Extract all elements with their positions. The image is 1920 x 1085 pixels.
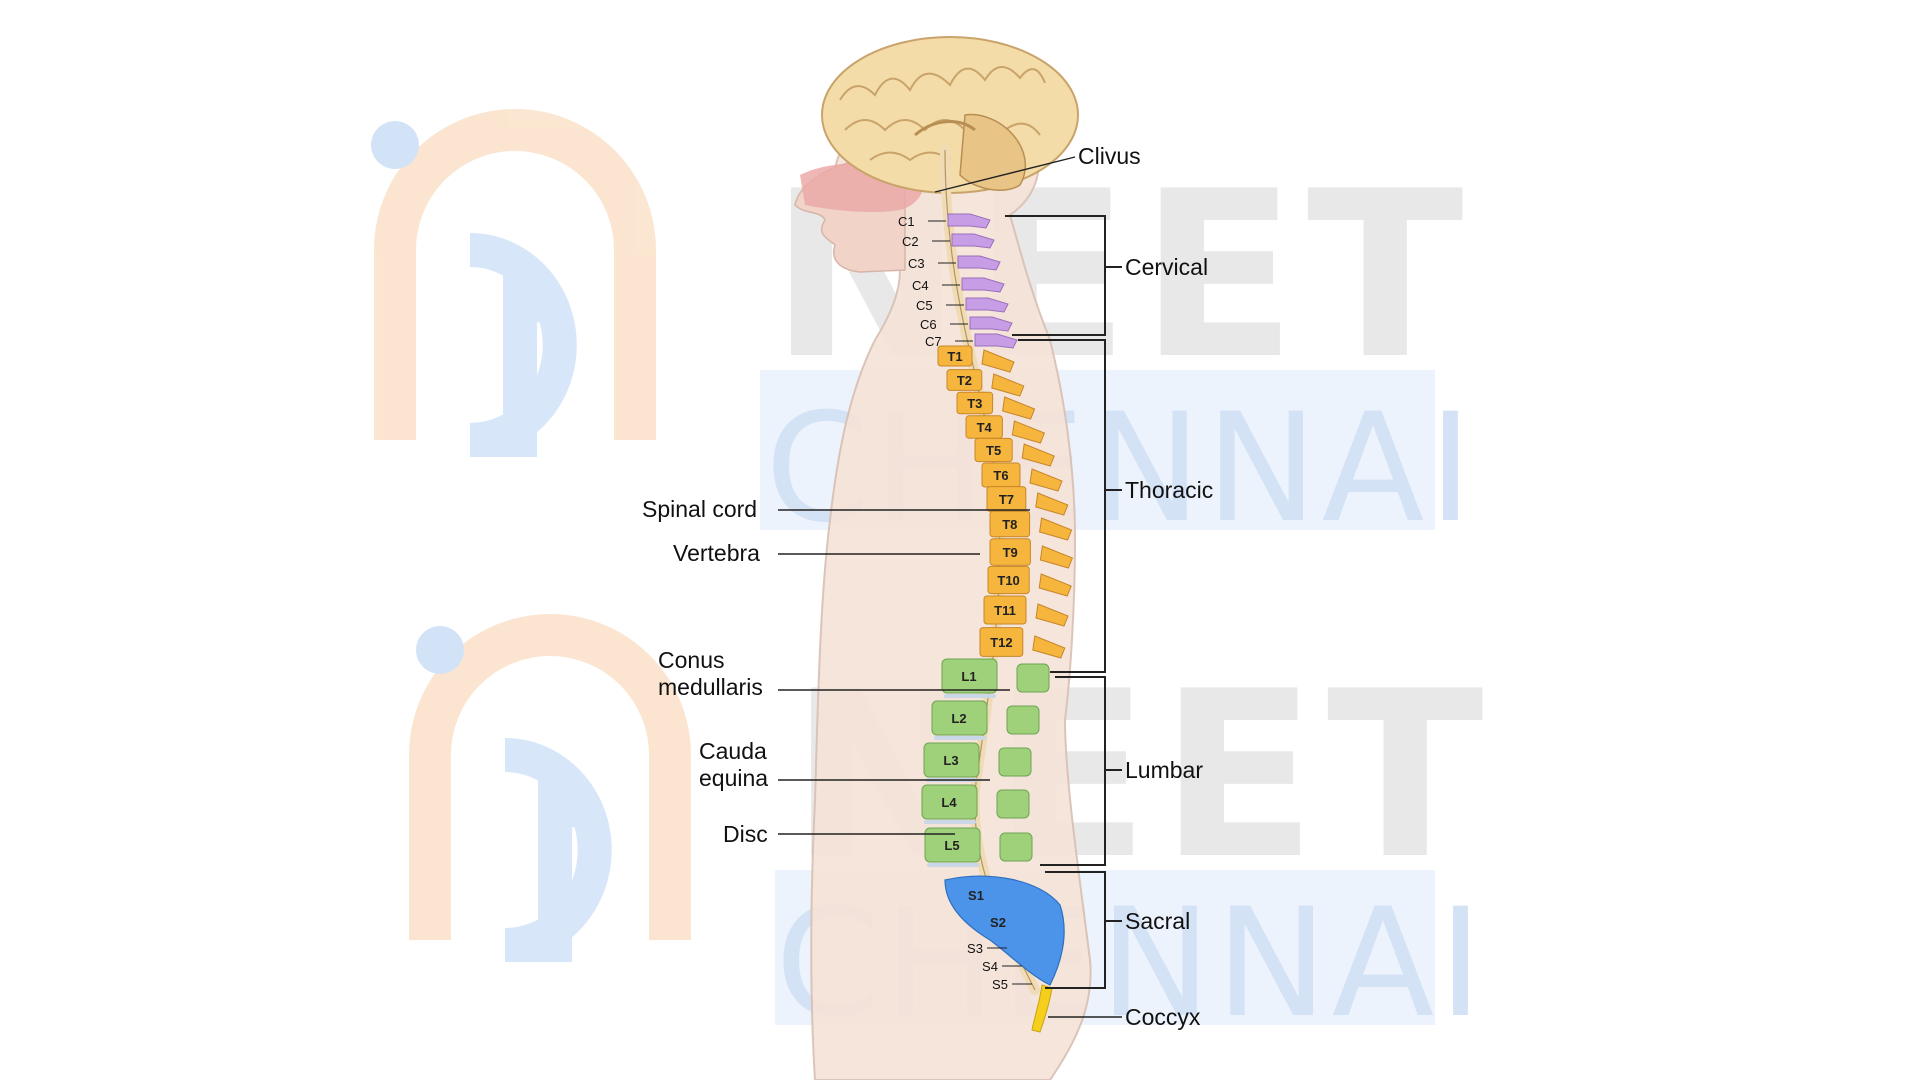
vertebra-t10: [987, 565, 1030, 595]
spinous-process-t3: [1002, 396, 1036, 420]
vertebra-t2: [946, 369, 983, 391]
label-conus-line2: medullaris: [658, 674, 763, 700]
vertebra-l2: [931, 700, 988, 736]
vertebra-c5: [965, 297, 1009, 313]
region-label-lumbar: Lumbar: [1125, 757, 1203, 783]
vertebra-label-s5: S5: [992, 977, 1008, 992]
label-cauda-line1: Cauda: [699, 738, 767, 764]
vertebra-label-c7: C7: [925, 334, 942, 349]
vertebra-l1: [941, 658, 998, 694]
spinous-process-t1: [981, 349, 1015, 373]
intervertebral-disc: [927, 863, 979, 867]
spinous-process-t8: [1039, 517, 1073, 541]
label-conus-line1: Conus: [658, 647, 724, 673]
leader-lines: [778, 156, 1122, 1018]
label-cauda-line2: equina: [699, 765, 768, 791]
watermark-logo-bottom: [409, 614, 691, 962]
vertebra-label-t12: T12: [990, 635, 1012, 650]
spinous-process-t6: [1029, 468, 1063, 492]
region-label-sacral: Sacral: [1125, 908, 1190, 934]
vertebra-c6: [969, 316, 1013, 332]
vertebra-t12: [979, 627, 1024, 657]
vertebra-l5: [924, 827, 981, 863]
spinous-process-l4: [996, 789, 1030, 819]
vertebra-label-s3: S3: [967, 941, 983, 956]
vertebra-label-c2: C2: [902, 234, 919, 249]
vertebra-t3: [956, 391, 994, 415]
vertebra-l4: [921, 784, 978, 820]
vertebra-label-t6: T6: [993, 468, 1008, 483]
vertebra-label-t4: T4: [977, 420, 993, 435]
watermark-logo-top: [371, 109, 656, 457]
bracket-sacral: [1045, 871, 1106, 989]
vertebra-label-c6: C6: [920, 317, 937, 332]
vertebra-c1: [947, 213, 991, 229]
spinous-process-t2: [991, 373, 1025, 397]
vertebra-t5: [974, 437, 1013, 463]
brain: [821, 36, 1079, 194]
region-label-cervical: Cervical: [1125, 254, 1208, 280]
spinous-process-t12: [1032, 635, 1066, 659]
intervertebral-disc: [944, 694, 996, 698]
intervertebral-disc: [934, 736, 986, 740]
vertebra-l3: [923, 742, 980, 778]
vertebra-label-group: C1C2C3C4C5C6C7T1T2T3T4T5T6T7T8T9T10T11T1…: [898, 214, 1032, 992]
spinous-process-l1: [1016, 663, 1050, 693]
vertebra-c3: [957, 255, 1001, 271]
spinous-process-t7: [1035, 492, 1069, 516]
coccyx-bone: [1031, 984, 1053, 1033]
spinous-process-t11: [1035, 603, 1069, 627]
vertebra-c2: [951, 233, 995, 249]
vertebra-label-c4: C4: [912, 278, 929, 293]
vertebra-t8: [989, 510, 1031, 538]
vertebra-c7: [974, 333, 1018, 349]
vertebra-t11: [983, 595, 1027, 625]
vertebra-label-t11: T11: [994, 603, 1016, 618]
region-label-thoracic: Thoracic: [1125, 477, 1213, 503]
vertebra-label-s1: S1: [968, 888, 984, 903]
region-brackets: [1005, 215, 1122, 989]
spinous-process-t10: [1038, 573, 1072, 597]
spinous-process-t5: [1021, 443, 1055, 467]
vertebra-label-s2: S2: [990, 915, 1006, 930]
vertebra-label-c5: C5: [916, 298, 933, 313]
sacrum-bone: [944, 875, 1065, 986]
vertebra-label-t5: T5: [986, 443, 1001, 458]
vertebra-t9: [989, 538, 1031, 566]
vertebrae-group: [921, 213, 1074, 986]
vertebra-label-c1: C1: [898, 214, 915, 229]
spinous-process-l2: [1006, 705, 1040, 735]
vertebra-label-l3: L3: [943, 753, 958, 768]
bracket-cervical: [1005, 215, 1106, 336]
vertebra-label-t7: T7: [999, 492, 1014, 507]
label-disc: Disc: [723, 821, 768, 847]
vertebra-label-c3: C3: [908, 256, 925, 271]
bracket-thoracic: [1018, 339, 1106, 673]
vertebra-c4: [961, 277, 1005, 293]
spinous-process-t9: [1039, 545, 1074, 569]
vertebra-label-s4: S4: [982, 959, 998, 974]
vertebra-label-t9: T9: [1003, 545, 1018, 560]
spinous-process-l3: [998, 747, 1032, 777]
spinous-process-t4: [1011, 420, 1046, 444]
label-clivus: Clivus: [1078, 143, 1141, 169]
vertebra-label-l4: L4: [941, 795, 957, 810]
spinous-process-l5: [999, 832, 1033, 862]
vertebra-label-t1: T1: [947, 349, 962, 364]
vertebra-label-t10: T10: [997, 573, 1019, 588]
vertebra-label-t2: T2: [957, 373, 972, 388]
vertebra-label-t3: T3: [967, 396, 982, 411]
vertebra-label-l5: L5: [944, 838, 959, 853]
vertebra-t1: [937, 345, 973, 367]
label-vertebra: Vertebra: [673, 540, 760, 566]
intervertebral-disc: [924, 820, 976, 824]
vertebra-label-l2: L2: [951, 711, 966, 726]
vertebra-label-l1: L1: [961, 669, 976, 684]
region-label-coccyx: Coccyx: [1125, 1004, 1201, 1030]
vertebra-label-t8: T8: [1002, 517, 1017, 532]
label-spinal-cord: Spinal cord: [642, 496, 757, 522]
